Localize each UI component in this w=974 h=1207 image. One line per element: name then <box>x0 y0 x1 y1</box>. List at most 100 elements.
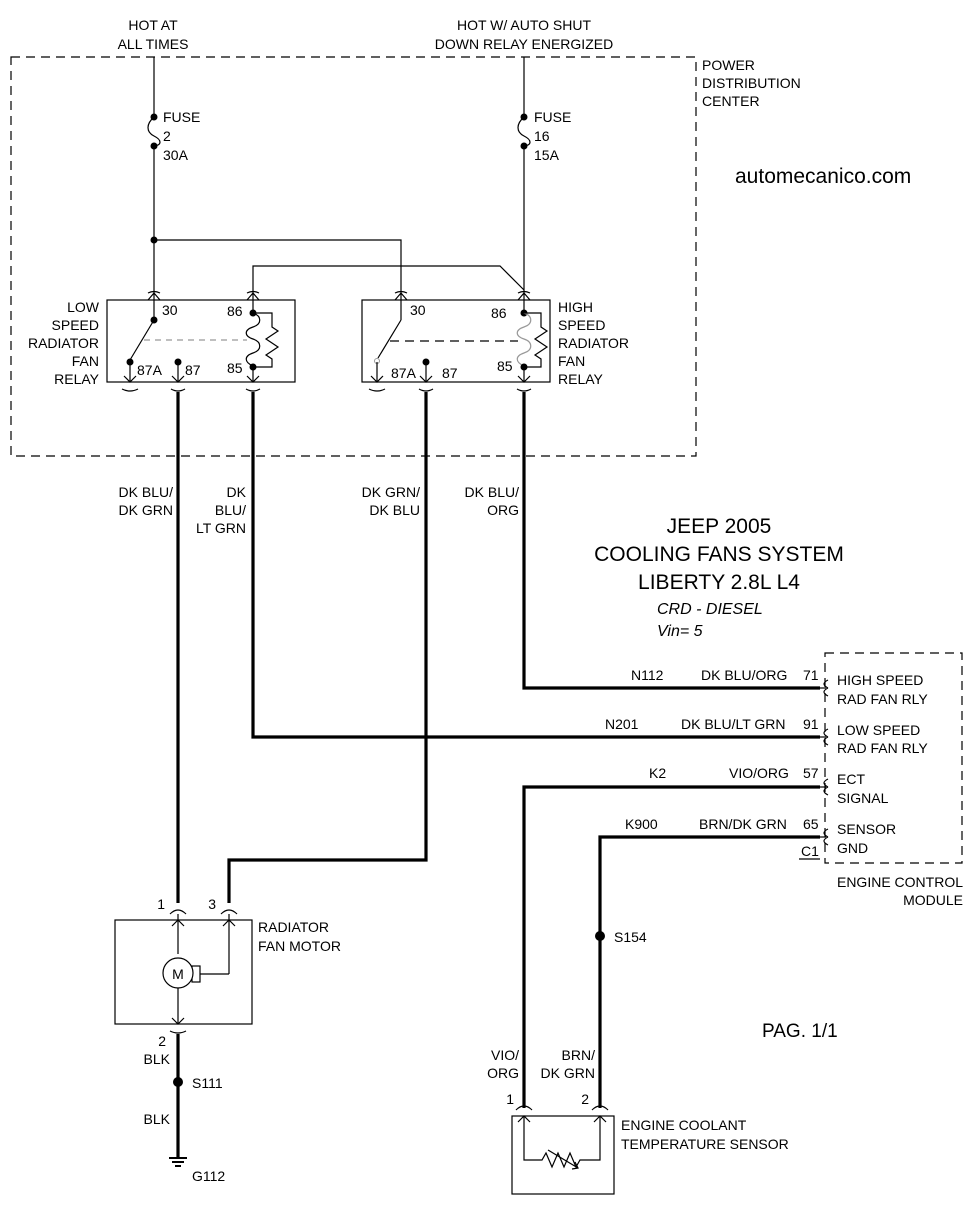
svg-text:16: 16 <box>534 128 550 144</box>
ecm-connector-id: C1 <box>801 843 819 859</box>
motor-label-1: RADIATOR <box>258 919 329 935</box>
ecm-boundary <box>824 652 963 864</box>
title-line-5: Vin= 5 <box>657 623 703 640</box>
title-line-4: CRD - DIESEL <box>657 601 763 618</box>
page-indicator: PAG. 1/1 <box>762 1021 838 1042</box>
svg-text:30A: 30A <box>163 147 189 163</box>
svg-text:87: 87 <box>185 362 201 378</box>
wire-brn-dkgrn <box>598 835 820 1108</box>
ecm-row-2-circuit: N201 <box>605 716 639 732</box>
ecm-row-1-label-1: HIGH SPEED <box>837 672 923 688</box>
wire-vio-org <box>522 785 820 1108</box>
svg-text:2: 2 <box>163 128 171 144</box>
motor-pin-2: 2 <box>158 1033 166 1049</box>
wire-dkblu-org <box>522 392 820 690</box>
sensor-wire-1b: ORG <box>487 1065 519 1081</box>
ecm-row-2-color: DK BLU/LT GRN <box>681 716 786 732</box>
svg-text:15A: 15A <box>534 147 560 163</box>
wire-dkgrn-dkblu <box>227 392 428 903</box>
high-speed-relay: 30 86 85 87A 87 <box>361 290 551 392</box>
low-speed-relay: 30 86 85 87A 87 <box>106 290 296 392</box>
high-relay-label-4: FAN <box>558 353 585 369</box>
high-relay-label-5: RELAY <box>558 371 604 387</box>
wire-label-3b: DK BLU <box>369 502 420 518</box>
ecm-row-1-color: DK BLU/ORG <box>701 667 787 683</box>
wire-label-2b: BLU/ <box>215 502 246 518</box>
supply-label-asd-2: DOWN RELAY ENERGIZED <box>435 36 613 52</box>
ground-wire-label-2: BLK <box>144 1111 171 1127</box>
ecm-row-4-label-1: SENSOR <box>837 821 896 837</box>
motor-label-2: FAN MOTOR <box>258 938 341 954</box>
title-line-1: JEEP 2005 <box>667 515 772 538</box>
high-relay-label-3: RADIATOR <box>558 335 629 351</box>
supply-label-all-times-1: HOT AT <box>128 17 178 33</box>
ecm-row-2-pin: 91 <box>803 716 819 732</box>
wire-label-2c: LT GRN <box>196 520 246 536</box>
pdc-label-3: CENTER <box>702 93 760 109</box>
ecm-name-1: ENGINE CONTROL <box>837 874 963 890</box>
motor-pin-3: 3 <box>208 896 216 912</box>
ecm-row-2-label-2: RAD FAN RLY <box>837 740 928 756</box>
sensor-wire-2a: BRN/ <box>562 1047 596 1063</box>
low-relay-label-2: SPEED <box>52 317 99 333</box>
motor-symbol: M <box>172 966 184 982</box>
ecm-name-2: MODULE <box>903 892 963 908</box>
svg-text:87A: 87A <box>391 365 417 381</box>
ecm-row-1-label-2: RAD FAN RLY <box>837 691 928 707</box>
wire-label-4a: DK BLU/ <box>465 484 520 500</box>
svg-text:30: 30 <box>410 302 426 318</box>
ecm-row-4-circuit: K900 <box>625 816 658 832</box>
wire-label-1b: DK GRN <box>119 502 173 518</box>
high-relay-label-2: SPEED <box>558 317 605 333</box>
title-line-2: COOLING FANS SYSTEM <box>594 543 844 566</box>
radiator-fan-motor: M <box>114 909 253 1034</box>
website-label: automecanico.com <box>735 165 911 188</box>
wire-label-1a: DK BLU/ <box>119 484 174 500</box>
low-relay-label-3: RADIATOR <box>28 335 99 351</box>
fuse-2: FUSE 2 30A <box>147 57 200 295</box>
splice-s111-label: S111 <box>192 1075 223 1091</box>
ecm-row-4-label-2: GND <box>837 840 868 856</box>
svg-text:86: 86 <box>227 303 243 319</box>
ecm-connector-pins <box>820 679 829 846</box>
svg-text:85: 85 <box>227 360 243 376</box>
sensor-wire-1a: VIO/ <box>491 1047 519 1063</box>
wire-label-4b: ORG <box>487 502 519 518</box>
pdc-boundary <box>10 56 697 457</box>
ecm-row-3-color: VIO/ORG <box>729 765 789 781</box>
ecm-row-3-circuit: K2 <box>649 765 666 781</box>
coolant-temp-sensor <box>511 1105 615 1195</box>
low-relay-label-1: LOW <box>67 299 100 315</box>
low-relay-label-5: RELAY <box>54 371 100 387</box>
supply-label-asd-1: HOT W/ AUTO SHUT <box>457 17 591 33</box>
ecm-row-4-pin: 65 <box>803 816 819 832</box>
wire-label-3a: DK GRN/ <box>362 484 420 500</box>
svg-text:87A: 87A <box>137 362 163 378</box>
sensor-pin-1: 1 <box>506 1091 514 1107</box>
ecm-row-3-pin: 57 <box>803 765 819 781</box>
ecm-row-1-pin: 71 <box>803 667 819 683</box>
splice-s154 <box>595 931 605 941</box>
svg-text:FUSE: FUSE <box>534 109 571 125</box>
ecm-row-4-color: BRN/DK GRN <box>699 816 787 832</box>
supply-label-all-times-2: ALL TIMES <box>118 36 189 52</box>
ground-symbol-icon <box>169 1157 187 1167</box>
pdc-label-1: POWER <box>702 57 755 73</box>
high-relay-label-1: HIGH <box>558 299 593 315</box>
svg-text:86: 86 <box>491 305 507 321</box>
wire-fuse16-to-low-relay-86 <box>252 265 525 295</box>
fuse-16: FUSE 16 15A <box>517 57 571 295</box>
sensor-label-1: ENGINE COOLANT <box>621 1117 747 1133</box>
svg-text:FUSE: FUSE <box>163 109 200 125</box>
low-relay-label-4: FAN <box>72 353 99 369</box>
sensor-label-2: TEMPERATURE SENSOR <box>621 1136 789 1152</box>
sensor-pin-2: 2 <box>581 1091 589 1107</box>
splice-s111 <box>173 1077 183 1087</box>
pdc-label-2: DISTRIBUTION <box>702 75 801 91</box>
ground-wire-label-1: BLK <box>144 1051 171 1067</box>
wire-label-2a: DK <box>227 484 247 500</box>
svg-text:85: 85 <box>497 358 513 374</box>
ecm-row-1-circuit: N112 <box>631 667 664 683</box>
ecm-row-3-label-2: SIGNAL <box>837 790 889 806</box>
